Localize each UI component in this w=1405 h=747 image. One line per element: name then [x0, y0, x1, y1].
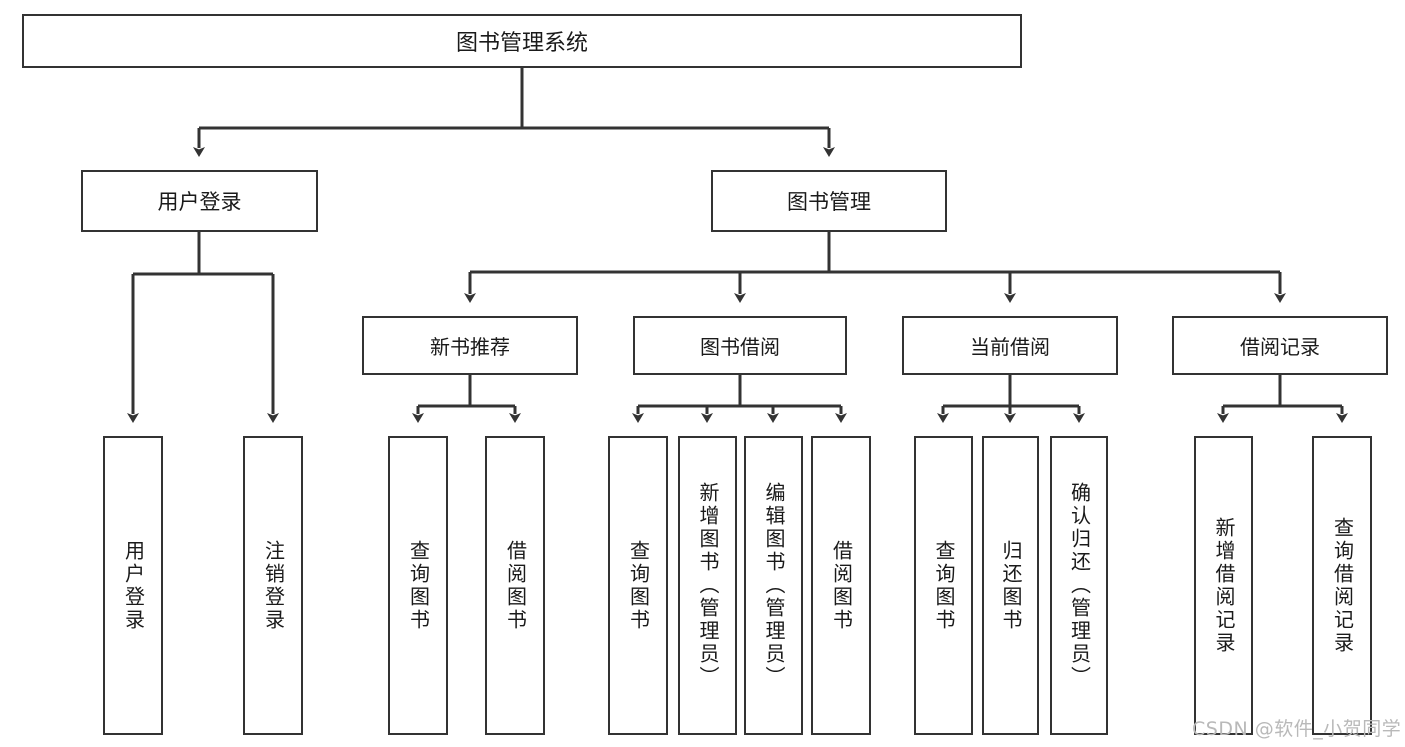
root-node[interactable]: 图书管理系统 — [22, 14, 1022, 68]
leaf-borrow-book[interactable]: 借阅图书 — [811, 436, 871, 735]
node-borrow-record[interactable]: 借阅记录 — [1172, 316, 1388, 375]
leaf-borrow-book-label: 借阅图书 — [829, 539, 854, 632]
node-book-borrow[interactable]: 图书借阅 — [633, 316, 847, 375]
node-current-borrow[interactable]: 当前借阅 — [902, 316, 1118, 375]
leaf-query-borrow-record[interactable]: 查询借阅记录 — [1312, 436, 1372, 735]
node-book-management[interactable]: 图书管理 — [711, 170, 947, 232]
leaf-query-book-recommend-label: 查询图书 — [406, 539, 431, 632]
node-user-login[interactable]: 用户登录 — [81, 170, 318, 232]
leaf-query-book-recommend[interactable]: 查询图书 — [388, 436, 448, 735]
leaf-borrow-book-recommend-label: 借阅图书 — [503, 539, 528, 632]
csdn-watermark: CSDN @软件_小贺同学 — [1192, 718, 1402, 740]
leaf-user-login[interactable]: 用户登录 — [103, 436, 163, 735]
leaf-query-book-borrow-label: 查询图书 — [626, 539, 651, 632]
leaf-query-book-current-label: 查询图书 — [932, 539, 956, 632]
node-borrow-record-label: 借阅记录 — [1240, 335, 1320, 359]
leaf-return-book[interactable]: 归还图书 — [982, 436, 1039, 735]
leaf-add-book-admin[interactable]: 新增图书（管理员） — [678, 436, 737, 735]
leaf-user-logout-label: 注销登录 — [261, 539, 286, 632]
leaf-query-borrow-record-label: 查询借阅记录 — [1330, 516, 1355, 655]
leaf-edit-book-admin[interactable]: 编辑图书（管理员） — [744, 436, 803, 735]
node-new-book-recommend-label: 新书推荐 — [430, 335, 510, 359]
leaf-add-borrow-record[interactable]: 新增借阅记录 — [1194, 436, 1253, 735]
leaf-user-logout[interactable]: 注销登录 — [243, 436, 303, 735]
leaf-query-book-borrow[interactable]: 查询图书 — [608, 436, 668, 735]
leaf-add-book-admin-label: 新增图书（管理员） — [696, 482, 720, 689]
node-book-borrow-label: 图书借阅 — [700, 335, 780, 359]
leaf-user-login-label: 用户登录 — [121, 539, 146, 632]
leaf-edit-book-admin-label: 编辑图书（管理员） — [762, 482, 786, 689]
leaf-return-book-label: 归还图书 — [999, 539, 1023, 632]
node-current-borrow-label: 当前借阅 — [970, 335, 1050, 359]
node-book-management-label: 图书管理 — [787, 190, 871, 214]
root-node-label: 图书管理系统 — [455, 31, 588, 56]
leaf-borrow-book-recommend[interactable]: 借阅图书 — [485, 436, 545, 735]
leaf-query-book-current[interactable]: 查询图书 — [914, 436, 973, 735]
leaf-confirm-return-admin[interactable]: 确认归还（管理员） — [1050, 436, 1108, 735]
node-user-login-label: 用户登录 — [157, 190, 242, 214]
leaf-confirm-return-admin-label: 确认归还（管理员） — [1067, 482, 1092, 689]
leaf-add-borrow-record-label: 新增借阅记录 — [1212, 516, 1236, 655]
node-new-book-recommend[interactable]: 新书推荐 — [362, 316, 578, 375]
